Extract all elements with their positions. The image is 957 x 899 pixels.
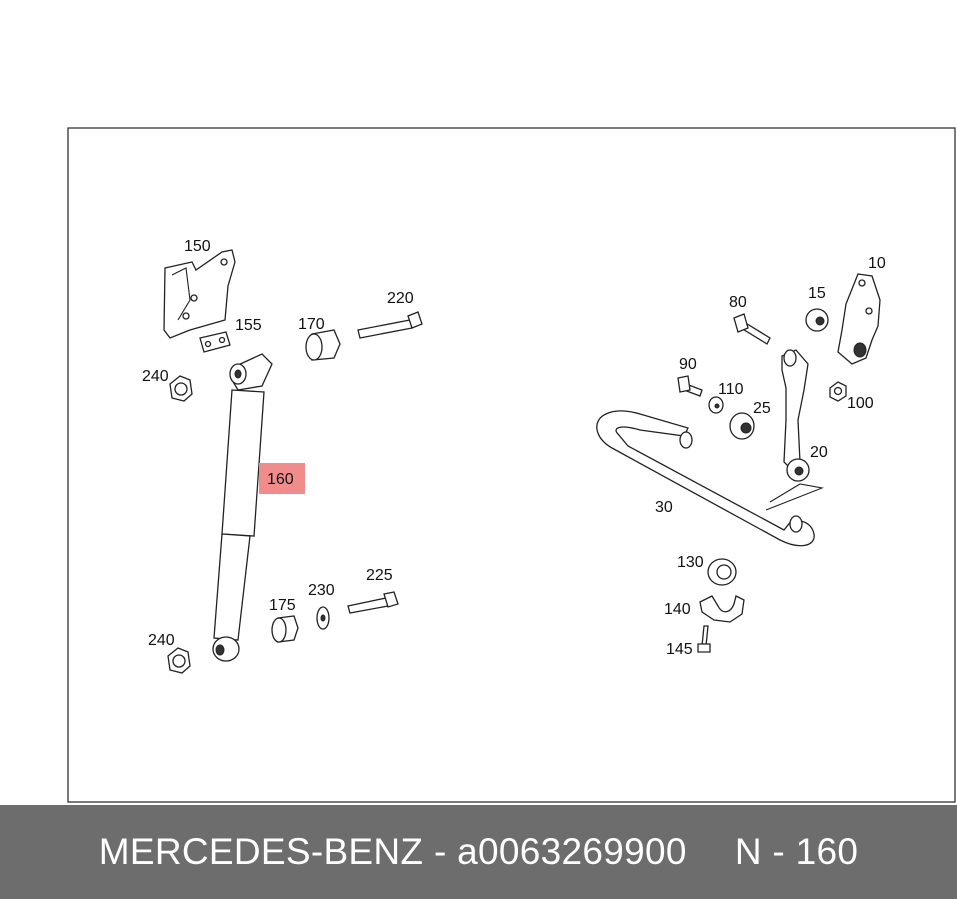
separator: - xyxy=(433,831,447,872)
callout-25: 25 xyxy=(753,400,771,417)
callout-30: 30 xyxy=(655,499,673,516)
parts-diagram: 150 155 170 220 240 160 240 175 230 225 … xyxy=(67,127,956,803)
callout-15: 15 xyxy=(808,285,826,302)
callout-80: 80 xyxy=(729,294,747,311)
link-bushing-part xyxy=(729,412,755,440)
callout-20: 20 xyxy=(810,444,828,461)
callout-240-top: 240 xyxy=(142,368,169,385)
callout-220: 220 xyxy=(387,290,414,307)
hex-nut-part xyxy=(829,381,847,402)
washer-plate-part xyxy=(199,331,231,353)
rubber-bushing-part xyxy=(271,615,299,643)
stabilizer-bushing-part xyxy=(707,558,737,586)
stabilizer-link-part xyxy=(781,349,810,482)
callout-230: 230 xyxy=(308,582,335,599)
clamp-part xyxy=(699,595,745,623)
part-info-footer: MERCEDES-BENZ - a0063269900 N - 160 xyxy=(0,805,957,899)
flange-nut-part xyxy=(167,647,191,674)
shock-absorber-part xyxy=(212,353,273,662)
brand-name: MERCEDES-BENZ xyxy=(98,831,424,872)
callout-145: 145 xyxy=(666,641,693,658)
callout-130: 130 xyxy=(677,554,704,571)
callout-160: 160 xyxy=(267,471,294,488)
callout-90: 90 xyxy=(679,356,697,373)
callout-150: 150 xyxy=(184,238,211,255)
bolt-part xyxy=(347,591,399,614)
callout-100: 100 xyxy=(847,395,874,412)
stabilizer-bar-part xyxy=(596,410,825,547)
callout-155: 155 xyxy=(235,317,262,334)
washer-part xyxy=(316,606,330,630)
callout-240-bottom: 240 xyxy=(148,632,175,649)
stabilizer-bracket-part xyxy=(837,273,881,365)
callout-175: 175 xyxy=(269,597,296,614)
link-bushing-part xyxy=(805,308,829,332)
callout-170: 170 xyxy=(298,316,325,333)
washer-part xyxy=(708,396,724,414)
bolt-part xyxy=(697,625,711,653)
highlight-box xyxy=(259,463,305,494)
diagram-frame xyxy=(67,127,956,803)
callout-140: 140 xyxy=(664,601,691,618)
callout-110: 110 xyxy=(718,381,744,398)
bolt-part xyxy=(357,311,423,339)
position-label: N - 160 xyxy=(734,831,859,872)
rubber-bushing-part xyxy=(305,329,341,361)
bolt-part xyxy=(733,313,771,345)
flange-nut-part xyxy=(169,375,193,402)
callout-10: 10 xyxy=(868,255,886,272)
part-number: a0063269900 xyxy=(457,831,687,872)
bolt-part xyxy=(677,375,703,397)
callout-225: 225 xyxy=(366,567,393,584)
mounting-bracket-part xyxy=(163,249,236,339)
